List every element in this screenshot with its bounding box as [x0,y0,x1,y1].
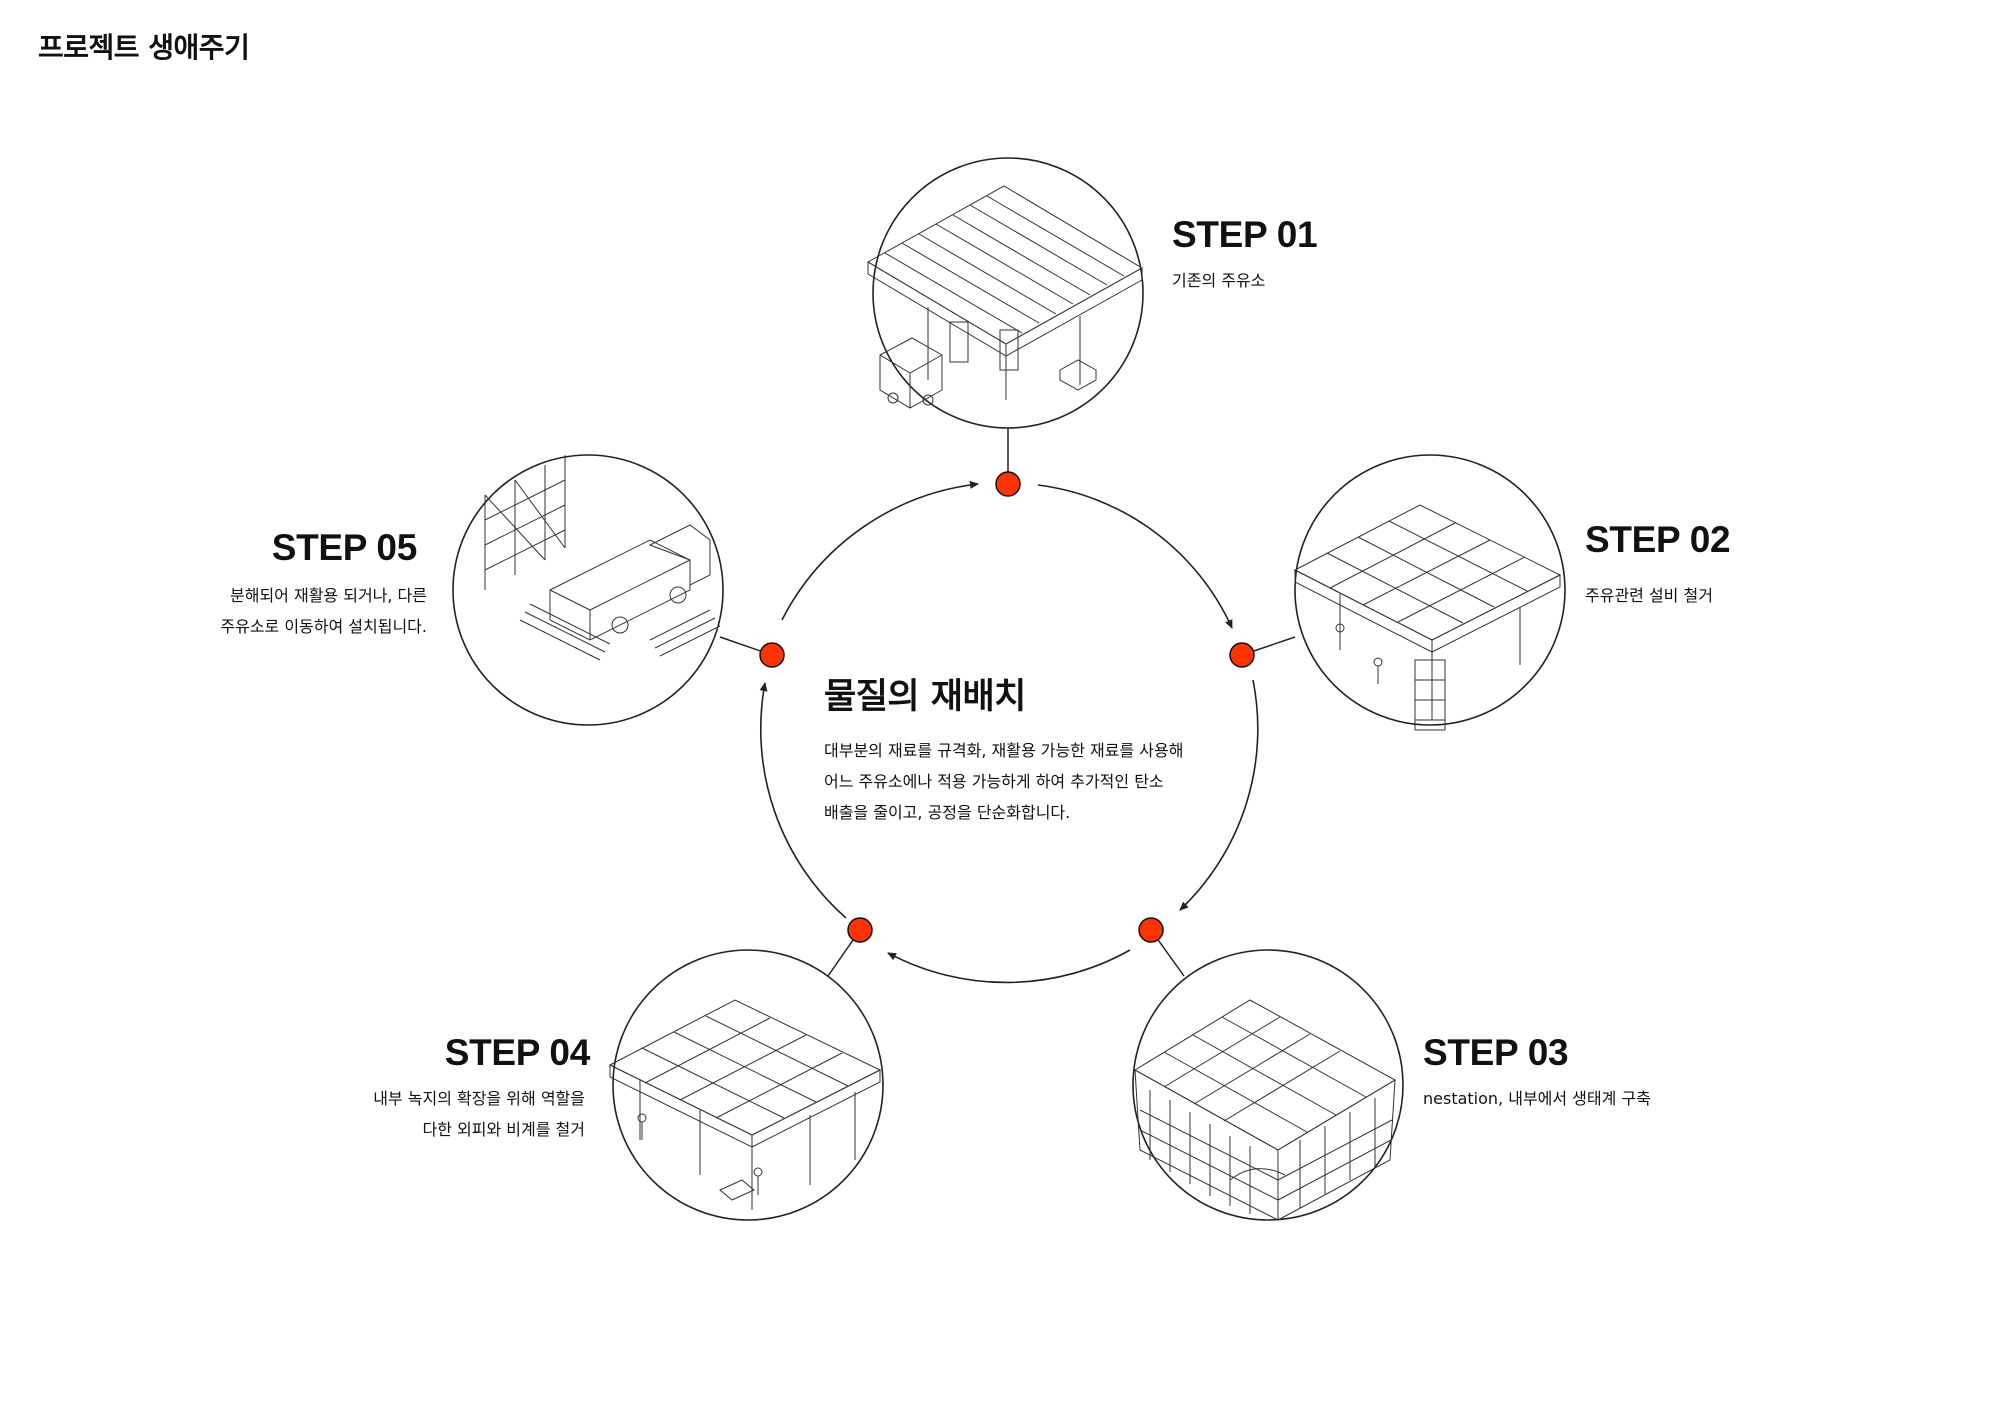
step-03-description: nestation, 내부에서 생태계 구축 [1423,1083,1651,1114]
illustration-skin-removal-icon [608,949,884,1221]
step-05-description: 분해되어 재활용 되거나, 다른 주유소로 이동하여 설치됩니다. [220,580,427,642]
cycle-nodes [759,471,1255,943]
step-line: nestation, 내부에서 생태계 구축 [1423,1089,1651,1108]
illustration-scaffold-truck-icon [452,454,724,726]
step-line: 내부 녹지의 확장을 위해 역할을 [373,1089,585,1108]
arc-04-05 [759,682,847,919]
center-description: 대부분의 재료를 규격화, 재활용 가능한 재료를 사용해 어느 주유소에나 적… [824,735,1183,828]
step-line: 분해되어 재활용 되거나, 다른 [230,586,427,605]
arc-05-01 [781,480,979,621]
step-05-title: STEP 05 [271,527,418,568]
node-step-05 [759,642,785,668]
illustration-ecosystem-structure-icon [1132,949,1404,1221]
page-title: 프로젝트 생애주기 [38,31,250,64]
step-line: 기존의 주유소 [1172,271,1266,290]
step-line: 주유소로 이동하여 설치됩니다. [220,617,427,636]
center-title: 물질의 재배치 [824,677,1026,717]
center-line: 배출을 줄이고, 공정을 단순화합니다. [824,803,1071,822]
node-step-04 [847,917,873,943]
arc-01-02 [1037,484,1233,629]
step-02-title: STEP 02 [1585,519,1731,560]
illustration-frame-dismantling-icon [1293,454,1566,731]
cycle-arcs [759,480,1259,984]
center-line: 어느 주유소에나 적용 가능하게 하여 추가적인 탄소 [824,772,1164,791]
step-04-title: STEP 04 [444,1032,591,1073]
step-01-title: STEP 01 [1172,214,1318,255]
center-line: 대부분의 재료를 규격화, 재활용 가능한 재료를 사용해 [824,741,1184,760]
node-step-03 [1138,917,1164,943]
step-01-description: 기존의 주유소 [1172,265,1265,296]
step-02-description: 주유관련 설비 철거 [1585,580,1713,611]
step-03-title: STEP 03 [1423,1032,1569,1073]
illustration-gas-station-icon [866,157,1144,429]
step-line: 주유관련 설비 철거 [1585,586,1713,605]
step-04-description: 내부 녹지의 확장을 위해 역할을 다한 외피와 비계를 철거 [373,1083,585,1145]
arc-03-04 [887,949,1131,984]
node-step-01 [995,471,1021,497]
step-line: 다한 외피와 비계를 철거 [422,1120,585,1139]
arc-02-03 [1179,679,1259,911]
node-step-02 [1229,642,1255,668]
